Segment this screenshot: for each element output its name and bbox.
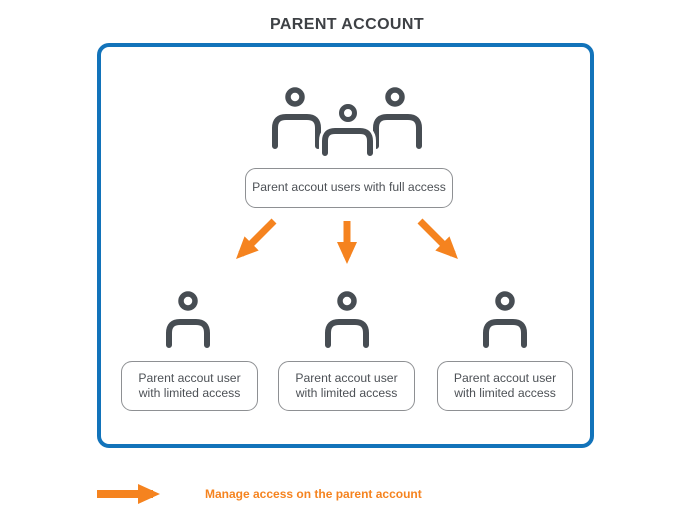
legend-arrow-icon	[97, 484, 160, 504]
legend-text: Manage access on the parent account	[205, 487, 422, 501]
full-access-card: Parent accout users with full access	[245, 168, 453, 208]
users-group-icon	[272, 87, 422, 156]
user-icon	[483, 291, 527, 348]
limited-access-card-line1: Parent accout user	[295, 370, 398, 385]
page-title: PARENT ACCOUNT	[269, 16, 425, 33]
full-access-card-label: Parent accout users with full access	[252, 180, 446, 195]
limited-access-card: Parent accout user with limited access	[121, 361, 258, 411]
limited-access-card-line1: Parent accout user	[138, 370, 241, 385]
user-icon	[325, 291, 369, 348]
limited-access-card-line2: with limited access	[295, 386, 398, 400]
legend: Manage access on the parent account	[95, 481, 422, 507]
user-icon	[166, 291, 210, 348]
limited-access-card-line1: Parent accout user	[453, 370, 557, 385]
limited-access-card-line2: with limited access	[454, 386, 556, 400]
limited-access-card: Parent accout user with limited access	[278, 361, 415, 411]
limited-access-card: Parent accout user with limited access	[437, 361, 573, 411]
limited-access-card-line2: with limited access	[138, 386, 241, 400]
